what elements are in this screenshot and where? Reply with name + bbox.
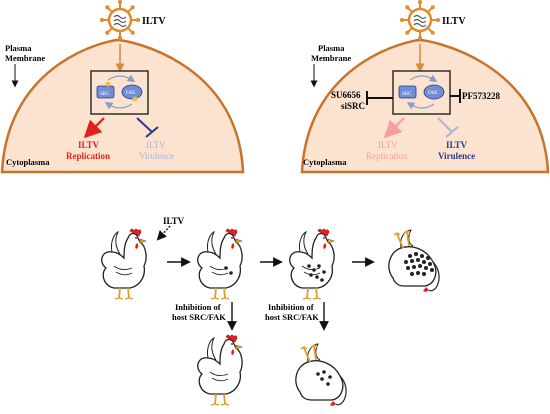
virulence-label-2: Virulence — [139, 151, 174, 161]
virus-icon — [98, 0, 142, 42]
membrane-label: Plasma — [5, 43, 32, 53]
fak-label: FAK — [126, 91, 136, 96]
early-infected-chicken-icon — [196, 228, 243, 300]
feedback-arrow-bottom — [104, 101, 133, 110]
inhibition-label-right-2: host SRC/FAK — [265, 312, 319, 322]
infection-progression: ILTV Inhibition of host SRC/FAK Inhibiti… — [100, 216, 440, 407]
replication-arrow — [383, 117, 405, 139]
src-kinase-icon — [96, 85, 115, 99]
inhibitor-label-su6656: SU6656 — [331, 90, 361, 100]
panel-right: ILTV Plasma Membrane SRC FAK SU6656 siSR… — [300, 0, 550, 174]
virulence-inhibit-line — [136, 117, 153, 133]
feedback-arrow-bottom — [406, 101, 435, 110]
virulence-inhibit-bar — [145, 126, 159, 138]
virus-icon — [398, 0, 442, 42]
exposure-arrow — [156, 225, 171, 241]
lesion-dots-dead — [404, 252, 434, 276]
inhibitor-label-sisrc: siSRC — [341, 101, 365, 111]
src-label: SRC — [100, 92, 110, 97]
virus-label: ILTV — [442, 16, 466, 27]
dead-chicken-icon-2 — [294, 343, 347, 407]
virulence-label-2: Virulence — [438, 151, 475, 161]
healthy-chicken-icon — [100, 228, 147, 300]
phospho-icon-2 — [132, 96, 138, 102]
replication-label-2: Replication — [366, 151, 408, 161]
replication-label-2: Replication — [66, 151, 110, 161]
virulence-label: ILTV — [146, 140, 166, 150]
src-label: SRC — [402, 92, 412, 97]
recovered-chicken-icon — [196, 334, 243, 406]
replication-arrow — [83, 117, 105, 139]
lesion-dots-early — [224, 266, 233, 275]
replication-label: ILTV — [78, 140, 100, 150]
lesion-dots-dead-2 — [316, 370, 332, 386]
fak-kinase-icon — [121, 84, 143, 100]
virulence-inhibit-bar — [445, 126, 459, 138]
membrane-label-2: Membrane — [5, 53, 45, 63]
cytoplasm-label: Cytoplasma — [6, 157, 50, 167]
phospho-icon — [105, 81, 111, 87]
panel-left: ILTV Plasma Membrane SRC FAK ILTV Replic… — [0, 0, 245, 174]
membrane-label-2: Membrane — [311, 53, 351, 63]
inhibition-label-right: Inhibition of — [268, 302, 314, 312]
virus-label: ILTV — [142, 16, 166, 27]
inhibition-label-left-2: host SRC/FAK — [172, 312, 226, 322]
feedback-arrow-top — [409, 74, 438, 83]
fak-label: FAK — [428, 91, 438, 96]
src-kinase-icon — [398, 85, 417, 99]
membrane-label: Plasma — [318, 43, 345, 53]
replication-label: ILTV — [378, 140, 398, 150]
virulence-inhibit-line — [437, 117, 453, 133]
iltv-exposure-label: ILTV — [163, 216, 185, 226]
severe-infected-chicken-icon — [288, 228, 335, 300]
inhibition-label-left: Inhibition of — [175, 302, 221, 312]
feedback-arrow-top — [107, 74, 136, 83]
fak-kinase-icon — [423, 84, 445, 100]
inhibitor-label-pf573228: PF573228 — [462, 91, 500, 101]
virulence-label: ILTV — [446, 140, 468, 150]
lesion-dots-severe — [307, 264, 326, 282]
cytoplasm-label: Cytoplasma — [303, 157, 347, 167]
